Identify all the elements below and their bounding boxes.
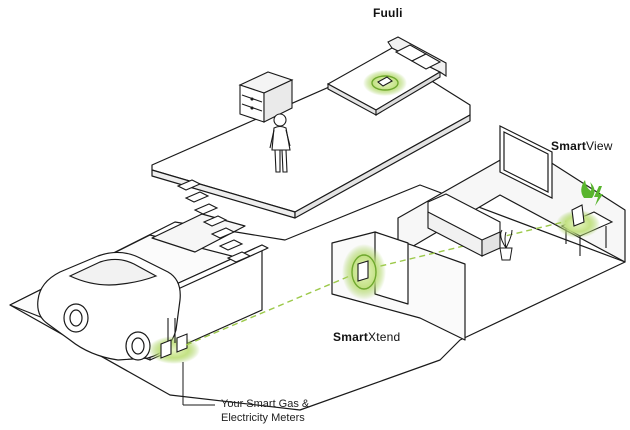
extender-device-icon [342,244,386,300]
display-label-rest: View [586,139,613,153]
display-label-bold: Smart [551,139,586,153]
hub-name: Fuuli [373,6,403,20]
meters-label-line1: Your Smart Gas & [221,397,309,411]
meters-label: Your Smart Gas & Electricity Meters [221,397,309,425]
hub-device-icon [363,70,407,96]
extender-label-rest: Xtend [368,330,400,344]
extender-label-bold: Smart [333,330,368,344]
display-label: SmartView [551,139,613,153]
hub-label: Fuuli [373,6,403,20]
extender-label: SmartXtend [333,330,400,344]
meters-label-line2: Electricity Meters [221,411,309,425]
